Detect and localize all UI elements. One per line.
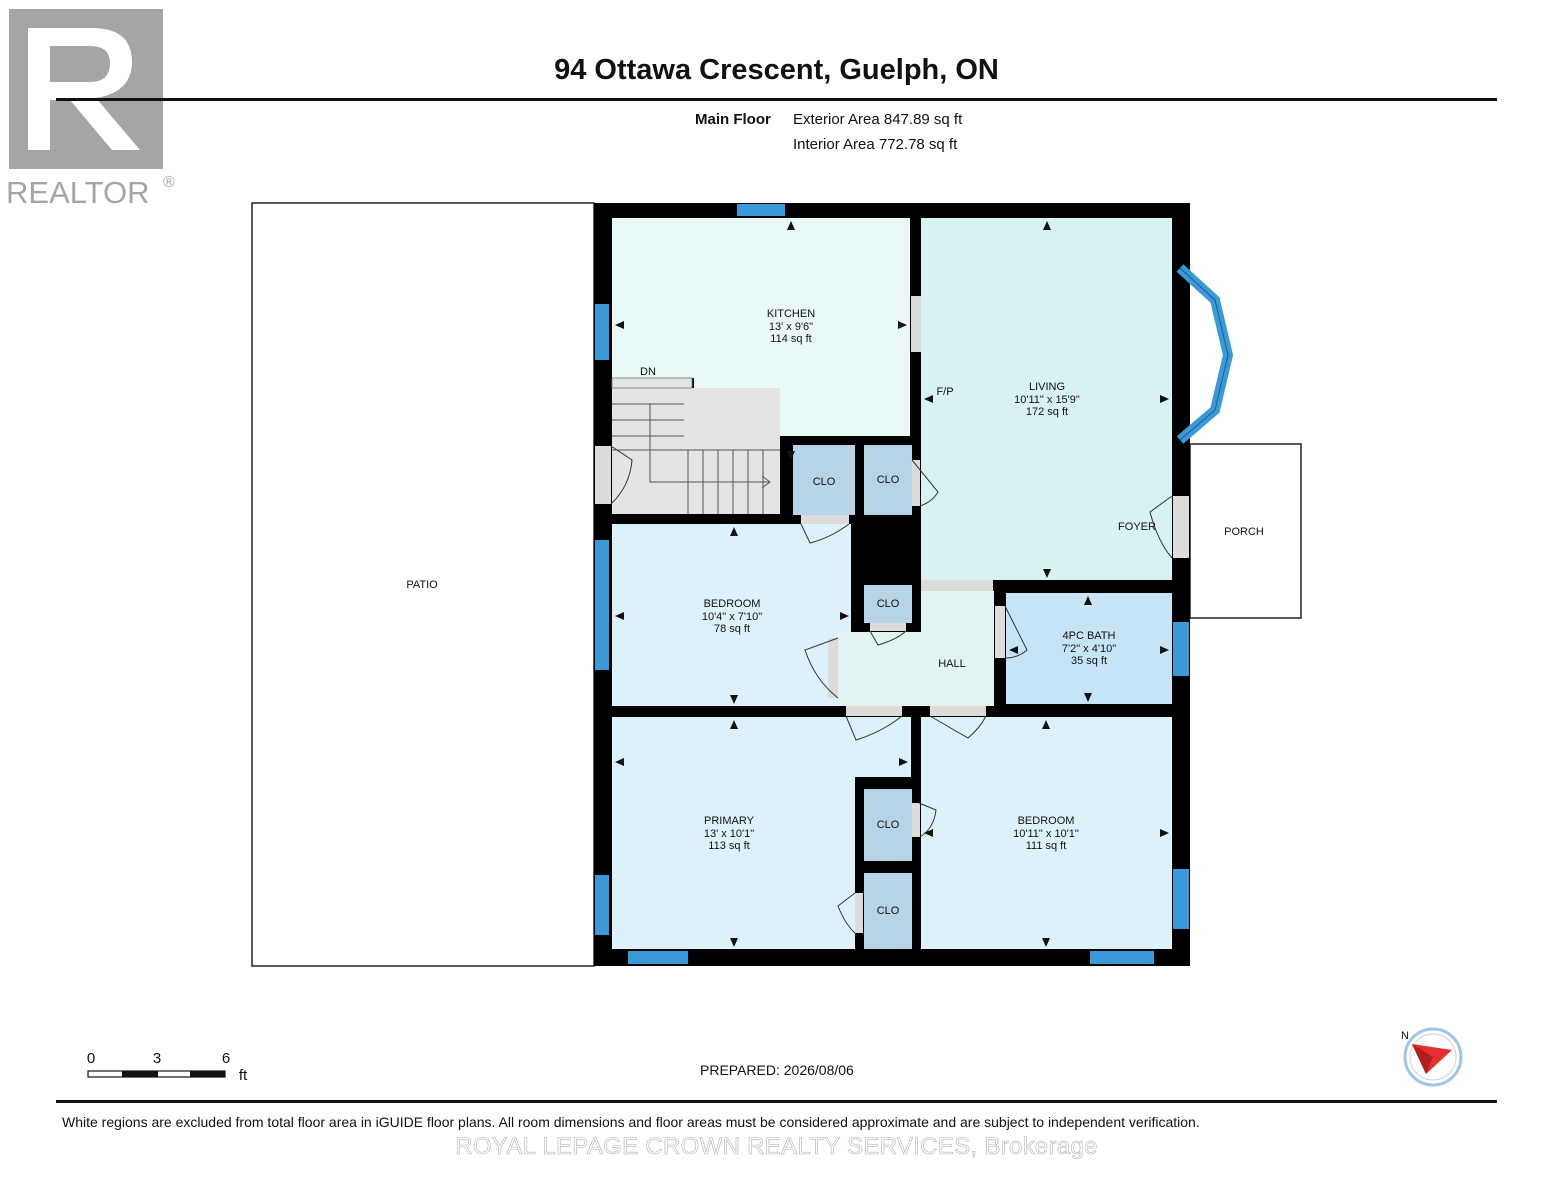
closet-5 <box>864 873 912 949</box>
closet-label: CLO <box>877 819 900 831</box>
living-room <box>921 218 1172 580</box>
stair-treads <box>612 403 780 514</box>
primary-label: PRIMARY <box>704 815 755 827</box>
living-area: 172 sq ft <box>1026 406 1068 418</box>
compass-north-label: N <box>1401 1030 1409 1042</box>
windows <box>595 204 1189 964</box>
scale-tick: 0 <box>87 1050 95 1067</box>
bath-label: 4PC BATH <box>1063 630 1116 642</box>
kitchen-label: KITCHEN <box>767 308 815 320</box>
bedroom-2-dims: 10'11" x 10'1" <box>1013 828 1079 840</box>
closet-label: CLO <box>877 598 900 610</box>
closet-label: CLO <box>813 476 836 488</box>
bedroom-2-room <box>921 717 1172 949</box>
hall-label: HALL <box>938 658 966 670</box>
kitchen-room <box>612 218 910 436</box>
svg-text:®: ® <box>163 174 175 191</box>
bedroom-1-room <box>612 524 851 706</box>
bedroom-1-dims: 10'4" x 7'10" <box>702 611 762 623</box>
closet-1 <box>793 445 855 515</box>
door-swings <box>610 445 1173 934</box>
patio-label: PATIO <box>406 579 438 591</box>
closet-2 <box>864 445 912 515</box>
porch-label: PORCH <box>1224 526 1264 538</box>
primary-dims: 13' x 10'1" <box>704 828 754 840</box>
closet-3 <box>864 585 912 623</box>
bottom-divider <box>56 1100 1497 1103</box>
bath-dims: 7'2" x 4'10" <box>1062 643 1116 655</box>
hall-room <box>838 591 994 706</box>
primary-area: 113 sq ft <box>708 840 749 852</box>
bath-room <box>1006 593 1172 704</box>
scale-unit: ft <box>239 1067 248 1084</box>
compass-icon: N <box>1401 1027 1463 1087</box>
interior-area: Interior Area 772.78 sq ft <box>793 136 958 153</box>
brokerage-watermark: ROYAL LEPAGE CROWN REALTY SERVICES, Brok… <box>455 1133 1098 1161</box>
bedroom-2-area: 111 sq ft <box>1026 840 1067 852</box>
scale-tick: 6 <box>222 1050 230 1067</box>
exterior-area: Exterior Area 847.89 sq ft <box>793 111 963 128</box>
kitchen-dims: 13' x 9'6" <box>769 321 813 333</box>
prepared-date: PREPARED: 2026/08/06 <box>700 1062 854 1078</box>
kitchen-area: 114 sq ft <box>770 333 811 345</box>
bedroom-1-label: BEDROOM <box>704 598 761 610</box>
floor-label: Main Floor <box>695 111 771 128</box>
disclaimer: White regions are excluded from total fl… <box>62 1114 1200 1130</box>
closet-label: CLO <box>877 474 900 486</box>
living-dims: 10'11" x 15'9" <box>1014 394 1080 406</box>
living-label: LIVING <box>1029 381 1065 393</box>
scale-tick: 3 <box>153 1050 161 1067</box>
closet-4 <box>864 789 912 861</box>
bath-area: 35 sq ft <box>1071 655 1107 667</box>
realtor-logo: REALTOR ® <box>0 0 185 215</box>
dimension-arrows <box>615 221 1169 947</box>
closet-label: CLO <box>877 905 900 917</box>
bedroom-2-label: BEDROOM <box>1018 815 1075 827</box>
realtor-logo-text: REALTOR <box>6 175 150 210</box>
scale-bar: 0 3 6 ft <box>87 1050 248 1084</box>
stairs-down-label: DN <box>640 366 656 378</box>
fireplace-label: F/P <box>936 386 953 398</box>
page-title: 94 Ottawa Crescent, Guelph, ON <box>554 54 999 86</box>
foyer-label: FOYER <box>1118 521 1156 533</box>
stairs <box>612 388 780 514</box>
patio-area <box>251 202 595 967</box>
bedroom-1-area: 78 sq ft <box>714 623 750 635</box>
top-divider <box>56 98 1497 101</box>
